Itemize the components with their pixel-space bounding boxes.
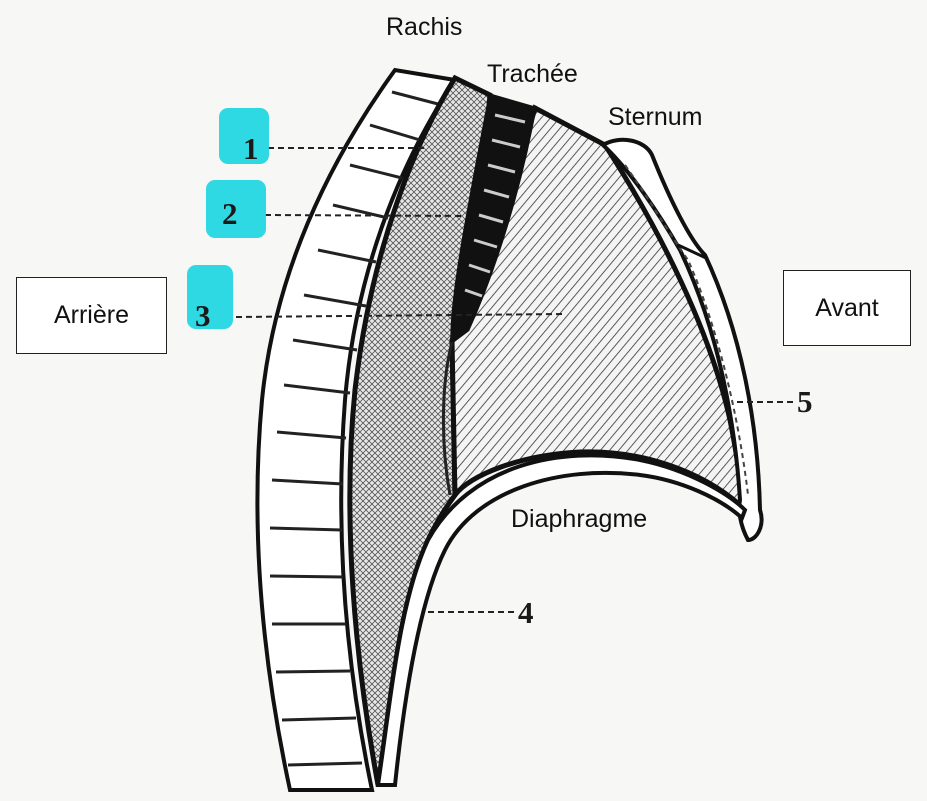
diaphragm: [375, 453, 748, 787]
label-diaphragme: Diaphragme: [511, 505, 648, 533]
label-rachis: Rachis: [386, 13, 463, 41]
sternum-bone: [599, 137, 764, 543]
marker-4: 4: [518, 595, 534, 630]
highlight-marker-3: [187, 265, 233, 329]
label-avant: Avant: [815, 293, 879, 322]
highlight-marker-1: [219, 108, 269, 164]
highlight-marker-2: [206, 180, 266, 238]
marker-5: 5: [797, 384, 813, 419]
marker-1: 1: [243, 131, 259, 166]
oesophagus-line: [441, 341, 454, 496]
leader-line-2: [264, 214, 466, 217]
leader-line-3: [235, 313, 566, 318]
label-box-arriere: Arrière: [16, 277, 167, 354]
label-sternum: Sternum: [608, 103, 703, 131]
label-arriere: Arrière: [53, 301, 129, 329]
trachea: [450, 93, 537, 345]
marker-3: 3: [195, 298, 211, 333]
label-trachee: Trachée: [487, 60, 578, 88]
spine-vertebrae: [255, 67, 459, 792]
label-box-avant: Avant: [783, 270, 911, 346]
marker-2: 2: [222, 196, 238, 231]
